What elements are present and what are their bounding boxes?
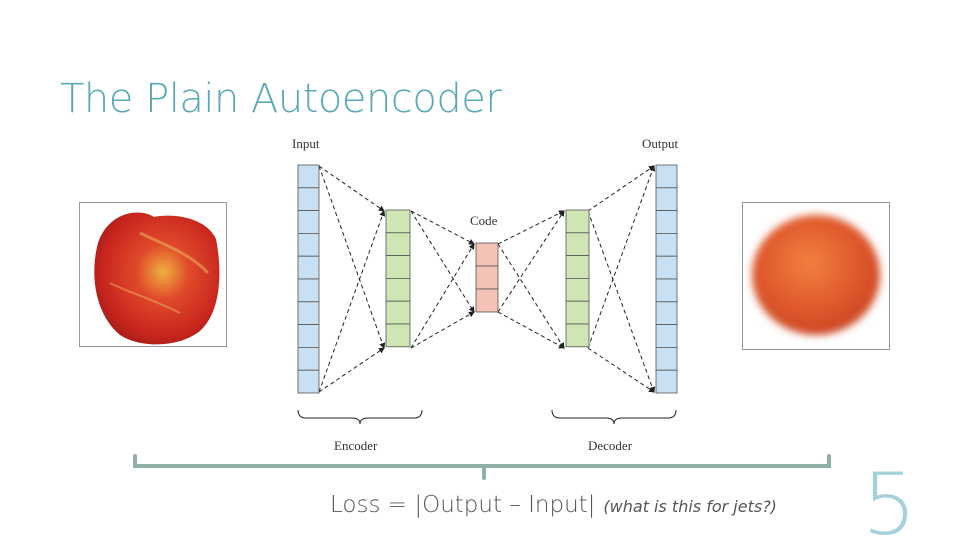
input-neuron bbox=[297, 369, 320, 394]
hidden-encoder-neuron bbox=[385, 277, 411, 302]
input-neuron bbox=[297, 164, 320, 189]
hidden-decoder-layer bbox=[565, 209, 590, 348]
hidden-encoder-neuron bbox=[385, 232, 411, 257]
connection-lines bbox=[318, 165, 656, 393]
hidden-encoder-neuron bbox=[385, 300, 411, 325]
output-neuron bbox=[655, 210, 678, 234]
output-neuron bbox=[655, 278, 678, 303]
output-neuron bbox=[655, 187, 678, 211]
code-label: Code bbox=[470, 213, 498, 228]
code-layer bbox=[475, 242, 499, 313]
hidden-encoder-layer bbox=[385, 209, 411, 348]
code-neuron bbox=[475, 242, 499, 267]
hidden-decoder-neuron bbox=[565, 255, 590, 279]
input-neuron bbox=[297, 278, 320, 303]
output-neuron bbox=[655, 324, 678, 348]
loss-formula-line: Loss = |Output – Input| (what is this for… bbox=[330, 492, 777, 518]
hidden-decoder-neuron bbox=[565, 277, 590, 302]
input-neuron bbox=[297, 255, 320, 280]
loss-formula: Loss = |Output – Input| bbox=[330, 492, 596, 518]
hidden-encoder-neuron bbox=[385, 255, 411, 279]
hidden-encoder-neuron bbox=[385, 209, 411, 234]
hidden-decoder-neuron bbox=[565, 232, 590, 257]
input-apple-image bbox=[79, 202, 227, 347]
hidden-encoder-neuron bbox=[385, 323, 411, 348]
decoder-label: Decoder bbox=[588, 438, 633, 453]
output-neuron bbox=[655, 301, 678, 326]
code-neuron bbox=[475, 265, 499, 290]
output-apple-image bbox=[742, 202, 890, 350]
input-neuron bbox=[297, 346, 320, 371]
slide-title: The Plain Autoencoder bbox=[60, 76, 502, 122]
hidden-decoder-neuron bbox=[565, 209, 590, 234]
input-neuron bbox=[297, 210, 320, 234]
decoder-brace bbox=[551, 409, 677, 425]
input-neuron bbox=[297, 301, 320, 326]
code-neuron bbox=[475, 288, 499, 313]
output-label: Output bbox=[642, 136, 679, 151]
input-neuron bbox=[297, 233, 320, 257]
encoder-label: Encoder bbox=[334, 438, 378, 453]
encoder-brace bbox=[297, 409, 423, 425]
hidden-decoder-neuron bbox=[565, 300, 590, 325]
input-neuron bbox=[297, 324, 320, 348]
output-neuron bbox=[655, 346, 678, 371]
output-neuron bbox=[655, 164, 678, 189]
output-neuron bbox=[655, 255, 678, 280]
output-layer bbox=[655, 164, 678, 394]
output-neuron bbox=[655, 369, 678, 394]
loss-note: (what is this for jets?) bbox=[603, 497, 777, 516]
hidden-decoder-neuron bbox=[565, 323, 590, 348]
input-layer bbox=[297, 164, 320, 394]
loss-bracket bbox=[133, 454, 831, 480]
output-neuron bbox=[655, 233, 678, 257]
slide-number: 5 bbox=[862, 455, 917, 555]
input-neuron bbox=[297, 187, 320, 211]
input-label: Input bbox=[292, 136, 320, 151]
autoencoder-network-diagram: Input Output Code Encoder Decoder bbox=[292, 136, 679, 453]
